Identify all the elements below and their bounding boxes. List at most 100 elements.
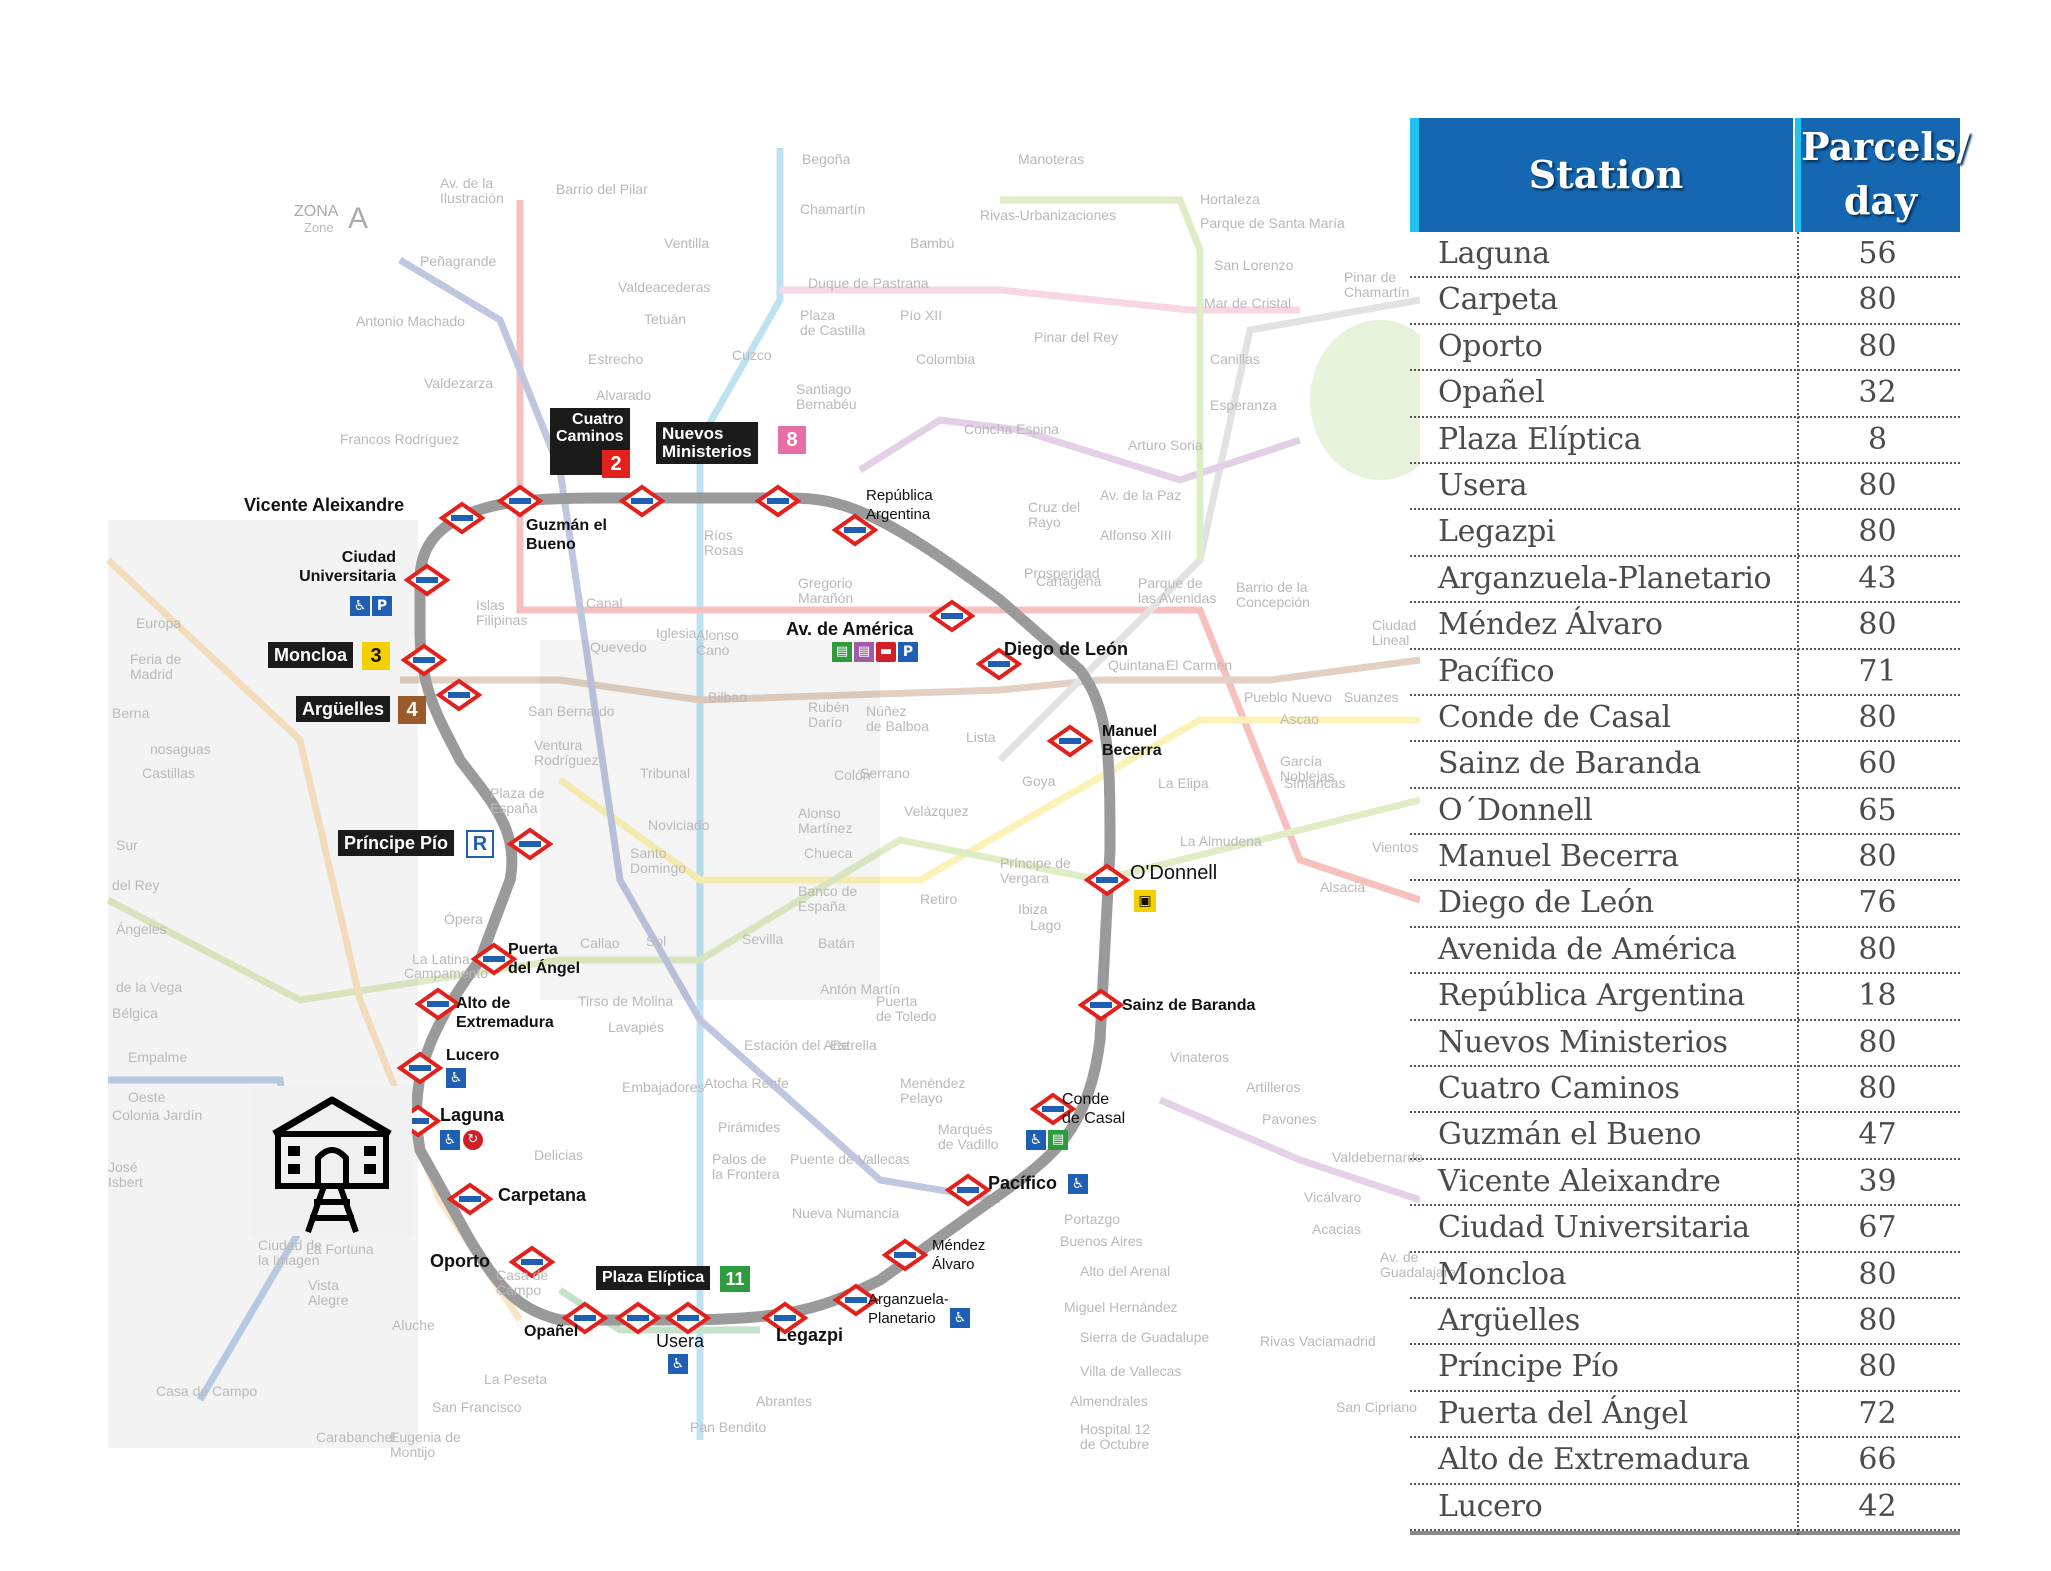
background-station-label: Vicálvaro: [1304, 1189, 1362, 1205]
background-station-label: Ciudad Lineal: [1372, 617, 1417, 648]
parking-icon: P: [372, 596, 392, 616]
background-station-label: Berna: [112, 705, 150, 721]
background-station-label: Villa de Vallecas: [1080, 1363, 1182, 1379]
parcels-cell: 56: [1858, 236, 1897, 271]
background-station-label: Lista: [966, 729, 996, 745]
background-station-label: Sur: [116, 837, 138, 853]
station-label-guzman-el-bueno: Guzmán el Bueno: [526, 517, 607, 553]
background-station-label: Alfonso XIII: [1100, 527, 1172, 543]
background-station-label: Av. de la Paz: [1100, 487, 1182, 503]
background-station-label: Vientos: [1372, 839, 1419, 855]
station-label-carpetana: Carpetana: [498, 1185, 587, 1205]
background-station-label: Delicias: [534, 1147, 584, 1163]
station-label-usera: Usera: [656, 1331, 705, 1351]
header-parcels-per-day: Parcels/ day: [1795, 118, 1970, 232]
background-station-label: Santiago Bernabéu: [796, 381, 857, 412]
table-bottom-rule: [1410, 1530, 1960, 1535]
background-station-label: Batán: [818, 935, 855, 951]
bg-line-8: [780, 286, 1300, 314]
background-station-label: Tirso de Molina: [578, 993, 674, 1009]
background-station-label: Oeste: [128, 1089, 166, 1105]
station-marker-bar: [427, 1001, 449, 1007]
parcels-cell: 80: [1858, 514, 1897, 550]
station-marker-bar: [631, 498, 653, 504]
background-station-label: Alto del Arenal: [1080, 1263, 1171, 1279]
station-cell: Sainz de Baranda: [1438, 746, 1701, 782]
station-cell: Legazpi: [1438, 514, 1556, 550]
station-label-oporto: Oporto: [430, 1251, 490, 1271]
bg-line-4: [400, 656, 1420, 704]
parcels-cell: 47: [1858, 1117, 1897, 1153]
parcels-cell: 80: [1858, 282, 1897, 318]
station-marker-bar: [448, 692, 470, 698]
station-label-mendez-alvaro: Méndez Álvaro: [932, 1237, 986, 1273]
station-marker-bar: [416, 577, 438, 583]
parcels-cell: 80: [1858, 699, 1897, 735]
background-station-label: Peñagrande: [420, 253, 497, 269]
background-station-label: Barrio de la Concepción: [1236, 579, 1310, 610]
station-cell: Guzmán el Bueno: [1438, 1117, 1702, 1153]
table-row: Legazpi 80: [1410, 510, 1960, 557]
route-station-markers: [394, 484, 1131, 1335]
station-label-laguna: Laguna: [440, 1105, 505, 1125]
background-station-label: Vista Alegre: [308, 1277, 349, 1308]
background-station-label: Duque de Pastrana: [808, 275, 929, 291]
station-tag-moncloa: Moncloa: [268, 642, 354, 668]
background-station-label: Colón: [834, 767, 871, 783]
background-station-label: Pío XII: [900, 307, 943, 323]
parcels-cell: 80: [1858, 1024, 1897, 1060]
background-station-label: Noviciado: [648, 817, 710, 833]
intercity-bus-icon: ▬: [876, 642, 896, 662]
background-station-label: Velázquez: [904, 803, 969, 819]
background-station-label: Alonso Cano: [696, 627, 739, 658]
background-station-label: Embajadores: [622, 1079, 705, 1095]
station-marker-bar: [1096, 877, 1118, 883]
station-marker-bar: [774, 1315, 796, 1321]
station-marker-bar: [521, 1259, 543, 1265]
background-station-label: Rubén Darío: [808, 699, 850, 730]
background-station-label: Alsacia: [1320, 879, 1366, 895]
background-station-label: Lago: [1030, 917, 1062, 933]
station-cell: Nuevos Ministerios: [1438, 1024, 1728, 1060]
background-station-label: Ángeles: [116, 921, 167, 937]
background-station-label: José Isbert: [108, 1159, 144, 1190]
background-station-label: Menéndez Pelayo: [900, 1075, 966, 1106]
accessibility-icon: ♿: [950, 1308, 970, 1328]
station-cell: O´Donnell: [1438, 792, 1593, 828]
station-cell: Conde de Casal: [1438, 699, 1671, 735]
accessibility-icon: ♿: [668, 1354, 688, 1374]
background-station-label: Sevilla: [742, 931, 784, 947]
background-station-label: Islas Filipinas: [476, 597, 528, 628]
background-station-label: Mar de Cristal: [1204, 295, 1292, 311]
background-station-label: Casa de Campo: [496, 1267, 549, 1298]
background-station-label: Nueva Numancia: [792, 1205, 900, 1221]
station-cell: Opañel: [1438, 375, 1545, 411]
station-cell: Plaza Elíptica: [1438, 421, 1642, 457]
station-cell: Lucero: [1438, 1488, 1543, 1524]
map-shaded-center: [540, 640, 880, 1000]
accessibility-icon: ♿: [1026, 1130, 1046, 1150]
station-cell: Manuel Becerra: [1438, 839, 1679, 875]
background-station-label: Marqués de Vadillo: [938, 1121, 999, 1152]
station-label-lucero: Lucero: [446, 1047, 500, 1064]
station-marker-bar: [988, 661, 1010, 667]
station-cell: República Argentina: [1438, 978, 1745, 1014]
bus-icon: ▤: [1048, 1130, 1068, 1150]
background-station-label: Banco de España: [798, 883, 858, 914]
station-cell: Oporto: [1438, 328, 1543, 364]
background-station-label: La Elipa: [1158, 775, 1209, 791]
background-station-label: San Bernardo: [528, 703, 615, 719]
station-label-pacifico: Pacífico: [988, 1173, 1058, 1193]
background-station-label: Callao: [580, 935, 620, 951]
background-station-label: Plaza de España: [490, 785, 545, 816]
background-station-label: Acacias: [1312, 1221, 1362, 1237]
